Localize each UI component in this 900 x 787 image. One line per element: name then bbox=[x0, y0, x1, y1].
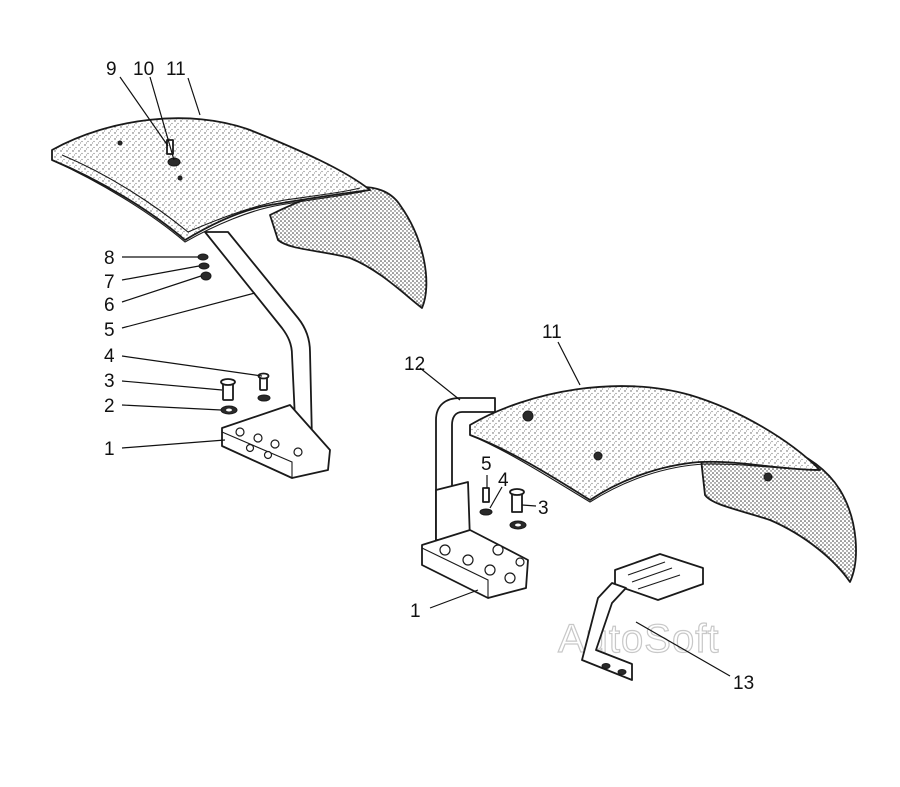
left-washer-4 bbox=[257, 394, 271, 402]
leader-1 bbox=[121, 439, 226, 449]
leader-3-right bbox=[521, 504, 537, 507]
left-base-hole bbox=[263, 450, 273, 460]
right-fender-bolt bbox=[593, 451, 603, 461]
step-tread-2 bbox=[631, 567, 673, 583]
left-base-hole bbox=[270, 439, 280, 449]
callout-11-right: 11 bbox=[542, 322, 562, 343]
step-hole bbox=[617, 669, 627, 675]
left-bolt-3-head bbox=[220, 378, 236, 386]
leader-3 bbox=[121, 380, 223, 391]
right-base-hole bbox=[515, 557, 525, 567]
callout-11: 11 bbox=[166, 59, 186, 80]
leader-13 bbox=[635, 621, 731, 677]
callout-9: 9 bbox=[106, 59, 117, 80]
right-base-hole bbox=[484, 564, 496, 576]
right-fender-bolt bbox=[522, 410, 534, 422]
callout-4-right: 4 bbox=[498, 470, 509, 491]
callout-13: 13 bbox=[733, 673, 754, 694]
leader-4-right bbox=[489, 486, 503, 509]
step-arm bbox=[581, 582, 633, 681]
right-fender-rim bbox=[469, 434, 821, 503]
leader-10 bbox=[149, 76, 175, 161]
step-platform bbox=[614, 553, 704, 601]
right-bolt-3-head bbox=[509, 488, 525, 496]
leader-11 bbox=[187, 77, 201, 116]
right-bolt-5 bbox=[482, 487, 490, 503]
callout-12: 12 bbox=[404, 354, 425, 375]
leader-5 bbox=[121, 292, 256, 329]
left-fender-top bbox=[51, 117, 371, 241]
callout-1-right: 1 bbox=[410, 601, 421, 622]
leader-1-right bbox=[429, 589, 479, 609]
step-hole bbox=[601, 663, 611, 669]
callout-2: 2 bbox=[104, 396, 115, 417]
callout-5-right: 5 bbox=[481, 454, 492, 475]
step-bracket-13 bbox=[581, 553, 704, 681]
left-fender-hole bbox=[177, 175, 183, 181]
leader-7 bbox=[121, 265, 200, 281]
right-base-hole bbox=[439, 544, 451, 556]
leader-4 bbox=[121, 355, 263, 377]
callout-3: 3 bbox=[104, 371, 115, 392]
right-base-hole bbox=[504, 572, 516, 584]
right-fender-assembly: 11 12 5 4 3 1 13 bbox=[404, 322, 857, 694]
right-base-bracket bbox=[421, 529, 529, 599]
right-base-hole bbox=[462, 554, 474, 566]
left-base-hole bbox=[293, 447, 303, 457]
left-base-bracket-face bbox=[221, 431, 293, 479]
callout-3-right: 3 bbox=[538, 498, 549, 519]
leader-12 bbox=[419, 367, 461, 401]
left-nut-6 bbox=[200, 271, 212, 281]
callout-4: 4 bbox=[104, 346, 115, 367]
right-washer-3-hole bbox=[515, 523, 521, 527]
callout-6: 6 bbox=[104, 295, 115, 316]
leader-11-right bbox=[557, 341, 581, 386]
step-tread-1 bbox=[627, 561, 666, 576]
right-base-hole bbox=[492, 544, 504, 556]
callout-7: 7 bbox=[104, 272, 115, 293]
step-tread-3 bbox=[637, 574, 681, 590]
left-base-hole bbox=[235, 427, 245, 437]
left-fender-hole bbox=[117, 140, 123, 146]
left-base-hole bbox=[253, 433, 263, 443]
callout-5: 5 bbox=[104, 320, 115, 341]
left-fender-rim bbox=[51, 159, 371, 243]
callout-1: 1 bbox=[104, 439, 115, 460]
callout-10: 10 bbox=[133, 59, 154, 80]
left-fender-rim-inner bbox=[61, 154, 361, 233]
left-fender-skirt bbox=[269, 186, 428, 309]
leader-2 bbox=[121, 404, 222, 411]
right-fender-bolt bbox=[763, 472, 773, 482]
callout-8: 8 bbox=[104, 248, 115, 269]
left-washer-7 bbox=[198, 262, 210, 270]
right-washer-4 bbox=[479, 508, 493, 516]
left-washer-8 bbox=[197, 253, 209, 261]
leader-9 bbox=[119, 76, 169, 147]
left-washer-2-hole bbox=[226, 408, 232, 412]
leader-6 bbox=[121, 275, 202, 303]
left-base-hole bbox=[245, 443, 255, 453]
right-base-bracket-face bbox=[421, 547, 489, 599]
left-fender-assembly: 9 10 11 8 7 6 5 4 3 2 1 bbox=[51, 59, 428, 479]
